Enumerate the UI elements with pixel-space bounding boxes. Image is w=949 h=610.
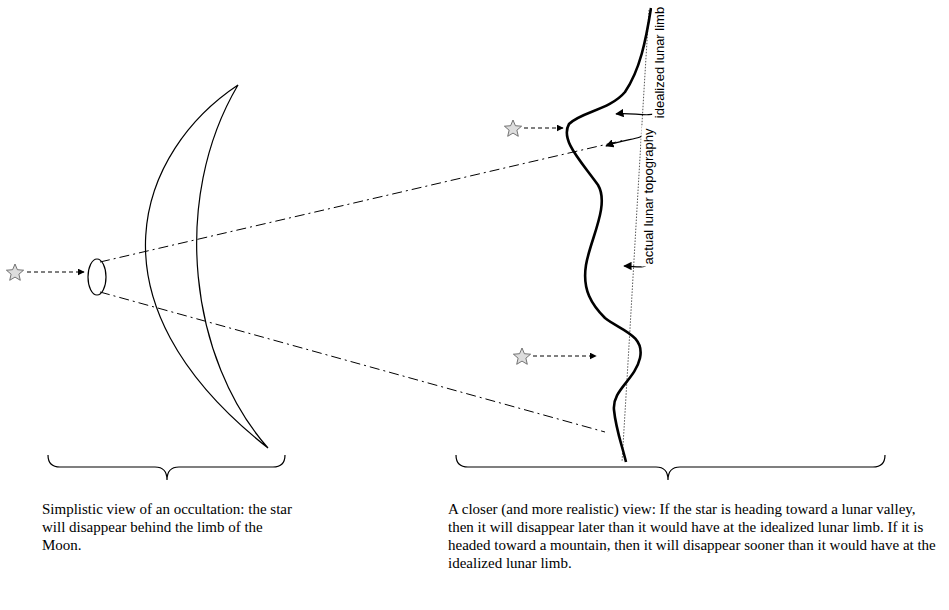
zoom-line: [100, 140, 625, 262]
star-path: [27, 272, 84, 273]
brace: [48, 455, 285, 480]
star: [513, 348, 530, 364]
limb-label: idealized lunar limb: [653, 4, 668, 119]
caption-text: Simplistic view of an occultation: the s…: [42, 500, 304, 554]
star: [6, 264, 23, 280]
zoom-line: [100, 292, 605, 432]
actual-limb: [567, 8, 651, 462]
crescent-moon: [145, 85, 268, 448]
caption-text: A closer (and more realistic) view: If t…: [448, 500, 943, 572]
limb-region: [88, 259, 106, 295]
star-path: [524, 128, 563, 129]
star-path: [533, 356, 596, 357]
limb-label: actual lunar topography: [642, 126, 657, 266]
star: [504, 120, 521, 136]
leader-arrow: [606, 133, 646, 146]
brace: [456, 455, 885, 480]
